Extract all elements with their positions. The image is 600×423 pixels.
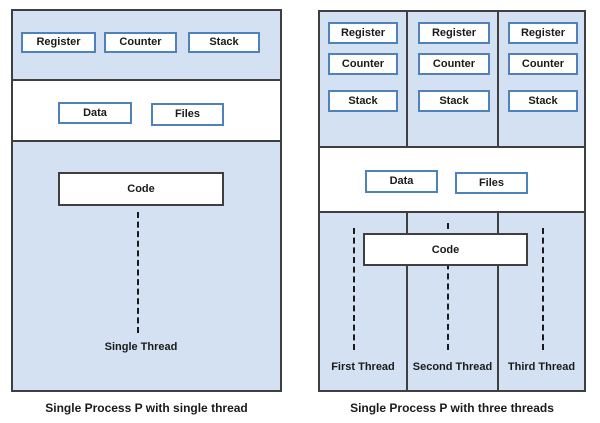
column-divider [497,213,499,390]
counter-box: Counter [418,53,490,75]
counter-box: Counter [328,53,398,75]
three-thread-process-panel: Register Counter Stack Register Counter … [318,10,586,392]
right-registers-section: Register Counter Stack Register Counter … [320,12,584,148]
column-divider [406,213,408,390]
left-data-files-section: Data Files [13,81,280,142]
second-thread-dashed-line [447,223,449,350]
counter-box: Counter [104,32,177,53]
stack-box: Stack [508,90,578,112]
second-thread-label: Second Thread [412,361,493,373]
right-code-section: Code First Thread Second Thread Third Th… [320,213,584,390]
data-box: Data [365,170,438,193]
counter-box: Counter [508,53,578,75]
stack-box: Stack [418,90,490,112]
single-thread-process-panel: Register Counter Stack Data Files Code S… [11,9,282,392]
first-thread-label: First Thread [331,361,395,373]
register-box: Register [21,32,96,53]
stack-box: Stack [328,90,398,112]
register-box: Register [508,22,578,44]
single-thread-label: Single Thread [104,341,178,353]
files-box: Files [455,172,528,194]
single-thread-dashed-line [137,212,139,333]
right-panel-caption: Single Process P with three threads [350,401,554,415]
stack-box: Stack [188,32,260,53]
files-box: Files [151,103,224,126]
left-code-section: Code Single Thread [13,142,280,390]
third-thread-dashed-line [542,228,544,350]
column-divider [497,12,499,146]
register-box: Register [328,22,398,44]
right-data-files-section: Data Files [320,148,584,213]
left-registers-section: Register Counter Stack [13,11,280,81]
left-panel-caption: Single Process P with single thread [45,401,248,415]
third-thread-label: Third Thread [507,361,576,373]
code-box: Code [363,233,528,266]
first-thread-dashed-line [353,228,355,350]
data-box: Data [58,102,132,124]
column-divider [406,12,408,146]
code-box: Code [58,172,224,206]
register-box: Register [418,22,490,44]
